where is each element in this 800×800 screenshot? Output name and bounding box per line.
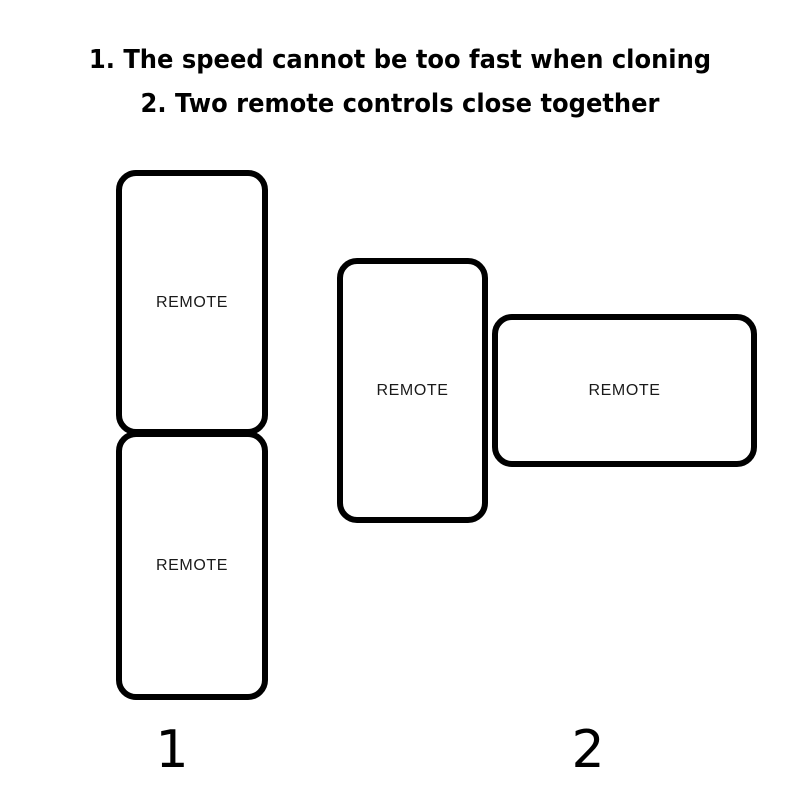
remote-control-group1-bottom: REMOTE	[116, 431, 268, 700]
remote-label: REMOTE	[155, 293, 229, 311]
instruction-text-block: 1. The speed cannot be too fast when clo…	[0, 38, 800, 126]
remote-label: REMOTE	[155, 556, 229, 574]
remote-label: REMOTE	[588, 381, 661, 399]
remote-control-group2-horizontal: REMOTE	[492, 314, 757, 467]
group-number-2: 2	[571, 720, 605, 780]
group-number-1: 1	[155, 720, 189, 780]
remote-label: REMOTE	[376, 381, 449, 399]
instruction-line-1: 1. The speed cannot be too fast when clo…	[88, 45, 712, 75]
instruction-line-2: 2. Two remote controls close together	[140, 89, 660, 119]
remote-control-group1-top: REMOTE	[116, 170, 268, 435]
remote-control-group2-vertical: REMOTE	[337, 258, 488, 523]
